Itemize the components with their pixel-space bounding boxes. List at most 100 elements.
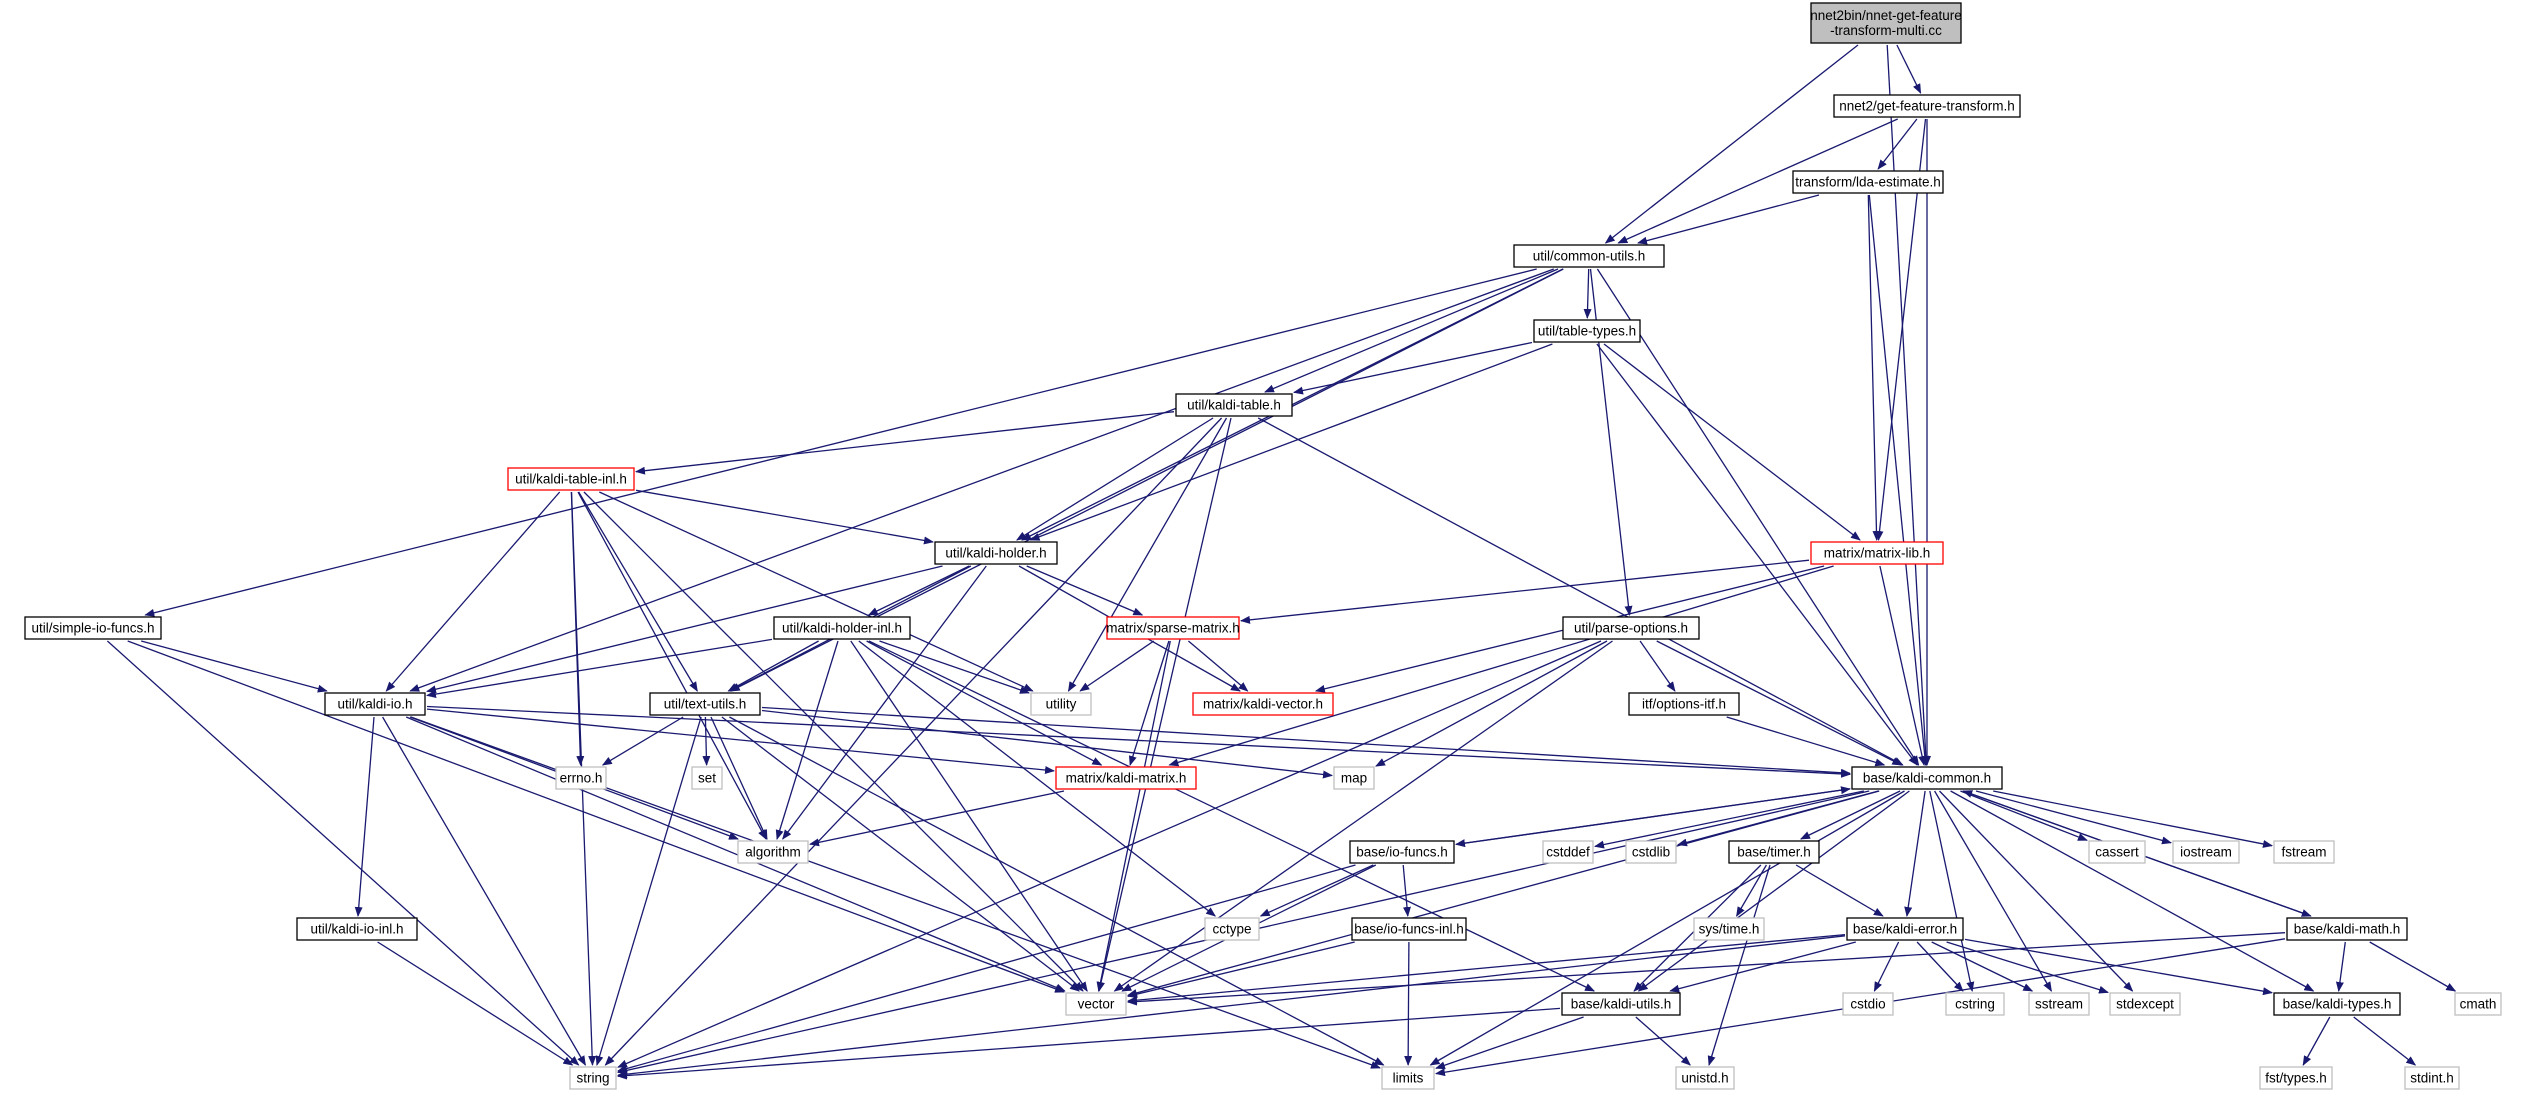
node-box-kio[interactable] bbox=[324, 692, 426, 716]
node-box-khi[interactable] bbox=[773, 616, 911, 640]
node-ml[interactable]: matrix/matrix-lib.h bbox=[1810, 541, 1944, 565]
edge-kt-to-kti bbox=[635, 411, 1175, 475]
node-label-root: -transform-multi.cc bbox=[1830, 23, 1942, 38]
edge-ku-to-limits bbox=[1435, 1016, 1584, 1070]
node-box-iof[interactable] bbox=[1349, 840, 1455, 864]
node-box-kioi[interactable] bbox=[296, 917, 418, 941]
node-tt[interactable]: util/table-types.h bbox=[1533, 319, 1641, 343]
node-label-tu: util/text-utils.h bbox=[664, 697, 747, 712]
node-kh[interactable]: util/kaldi-holder.h bbox=[934, 541, 1058, 565]
node-khi[interactable]: util/kaldi-holder-inl.h bbox=[773, 616, 911, 640]
node-iofi[interactable]: base/io-funcs-inl.h bbox=[1351, 917, 1467, 941]
node-ktypes[interactable]: base/kaldi-types.h bbox=[2273, 992, 2401, 1016]
node-ke[interactable]: base/kaldi-error.h bbox=[1846, 917, 1964, 941]
node-systime: sys/time.h bbox=[1693, 917, 1765, 941]
edge-kmath-to-cmath bbox=[2369, 941, 2457, 992]
node-box-root[interactable] bbox=[1810, 2, 1962, 44]
edge-sm-to-km bbox=[1128, 640, 1170, 766]
edge-kh-to-khi bbox=[867, 565, 970, 616]
node-sif[interactable]: util/simple-io-funcs.h bbox=[24, 616, 162, 640]
node-kt[interactable]: util/kaldi-table.h bbox=[1175, 393, 1293, 417]
edge-tu-to-errno bbox=[601, 716, 684, 766]
node-box-tu[interactable] bbox=[649, 692, 761, 716]
node-box-kti[interactable] bbox=[507, 467, 635, 491]
node-map: map bbox=[1333, 766, 1375, 790]
node-oi[interactable]: itf/options-itf.h bbox=[1628, 692, 1740, 716]
node-box-timer[interactable] bbox=[1728, 840, 1820, 864]
node-util: utility bbox=[1030, 692, 1092, 716]
edge-iof-to-iofi bbox=[1402, 864, 1411, 917]
edge-timer-to-ke bbox=[1795, 864, 1884, 917]
node-label-cstddef: cstddef bbox=[1546, 845, 1590, 860]
node-box-lda[interactable] bbox=[1792, 170, 1944, 194]
node-kc[interactable]: base/kaldi-common.h bbox=[1851, 766, 2003, 790]
edge-kt-to-util bbox=[1067, 417, 1228, 692]
node-box-cctype bbox=[1204, 917, 1260, 941]
edges-layer bbox=[106, 44, 2457, 1080]
edge-tu-to-map bbox=[761, 709, 1333, 779]
node-label-set: set bbox=[698, 771, 716, 786]
node-box-ku[interactable] bbox=[1561, 992, 1681, 1016]
node-box-kc[interactable] bbox=[1851, 766, 2003, 790]
edge-po-to-string bbox=[617, 640, 1602, 1068]
edge-ml-to-kc bbox=[1879, 565, 1927, 766]
node-kmath[interactable]: base/kaldi-math.h bbox=[2286, 917, 2408, 941]
node-box-km[interactable] bbox=[1055, 766, 1197, 790]
node-box-kv[interactable] bbox=[1192, 692, 1334, 716]
node-kv[interactable]: matrix/kaldi-vector.h bbox=[1192, 692, 1334, 716]
edge-kc-to-ke bbox=[1904, 790, 1926, 917]
node-box-alg bbox=[737, 840, 809, 864]
edge-kio-to-vector bbox=[405, 716, 1066, 992]
node-box-tt[interactable] bbox=[1533, 319, 1641, 343]
node-box-kh[interactable] bbox=[934, 541, 1058, 565]
node-label-cstring: cstring bbox=[1955, 997, 1995, 1012]
node-label-limits: limits bbox=[1393, 1071, 1424, 1086]
node-box-kmath[interactable] bbox=[2286, 917, 2408, 941]
node-label-km: matrix/kaldi-matrix.h bbox=[1066, 771, 1187, 786]
node-box-sif[interactable] bbox=[24, 616, 162, 640]
node-sm[interactable]: matrix/sparse-matrix.h bbox=[1106, 616, 1240, 640]
edge-lda-to-ml bbox=[1867, 194, 1881, 541]
edge-iof-to-string bbox=[617, 864, 1356, 1073]
node-cstdlib: cstdlib bbox=[1625, 840, 1677, 864]
node-km[interactable]: matrix/kaldi-matrix.h bbox=[1055, 766, 1197, 790]
node-stdint: stdint.h bbox=[2404, 1066, 2460, 1090]
node-gft[interactable]: nnet2/get-feature-transform.h bbox=[1833, 94, 2021, 118]
node-box-gft[interactable] bbox=[1833, 94, 2021, 118]
node-iof[interactable]: base/io-funcs.h bbox=[1349, 840, 1455, 864]
node-box-fsttypes bbox=[2259, 1066, 2333, 1090]
node-lda[interactable]: transform/lda-estimate.h bbox=[1792, 170, 1944, 194]
edge-root-to-cu bbox=[1604, 44, 1859, 244]
node-label-sstream: sstream bbox=[2035, 997, 2083, 1012]
node-tu[interactable]: util/text-utils.h bbox=[649, 692, 761, 716]
node-box-iofi[interactable] bbox=[1351, 917, 1467, 941]
node-box-ml[interactable] bbox=[1810, 541, 1944, 565]
node-box-ke[interactable] bbox=[1846, 917, 1964, 941]
node-kti[interactable]: util/kaldi-table-inl.h bbox=[507, 467, 635, 491]
node-box-sm[interactable] bbox=[1106, 616, 1240, 640]
node-box-cu[interactable] bbox=[1513, 244, 1665, 268]
node-box-kt[interactable] bbox=[1175, 393, 1293, 417]
edge-iofi-to-limits bbox=[1404, 941, 1413, 1066]
node-po[interactable]: util/parse-options.h bbox=[1562, 616, 1700, 640]
node-kioi[interactable]: util/kaldi-io-inl.h bbox=[296, 917, 418, 941]
node-label-ktypes: base/kaldi-types.h bbox=[2283, 997, 2392, 1012]
node-box-po[interactable] bbox=[1562, 616, 1700, 640]
edge-khi-to-alg bbox=[775, 640, 839, 840]
node-box-ktypes[interactable] bbox=[2273, 992, 2401, 1016]
node-cu[interactable]: util/common-utils.h bbox=[1513, 244, 1665, 268]
node-set: set bbox=[691, 766, 723, 790]
node-ku[interactable]: base/kaldi-utils.h bbox=[1561, 992, 1681, 1016]
edge-khi-to-vector bbox=[850, 640, 1088, 992]
edge-lda-to-cu bbox=[1637, 194, 1820, 245]
node-timer[interactable]: base/timer.h bbox=[1728, 840, 1820, 864]
node-kio[interactable]: util/kaldi-io.h bbox=[324, 692, 426, 716]
edge-po-to-vector bbox=[1113, 640, 1613, 992]
edge-root-to-gft bbox=[1896, 44, 1922, 94]
node-box-string bbox=[569, 1066, 617, 1090]
edge-kc-to-iostream bbox=[1975, 790, 2172, 845]
node-box-oi[interactable] bbox=[1628, 692, 1740, 716]
node-label-gft: nnet2/get-feature-transform.h bbox=[1839, 99, 2015, 114]
node-root[interactable]: nnet2bin/nnet-get-feature-transform-mult… bbox=[1810, 2, 1962, 44]
edge-tu-to-limits bbox=[729, 716, 1385, 1066]
